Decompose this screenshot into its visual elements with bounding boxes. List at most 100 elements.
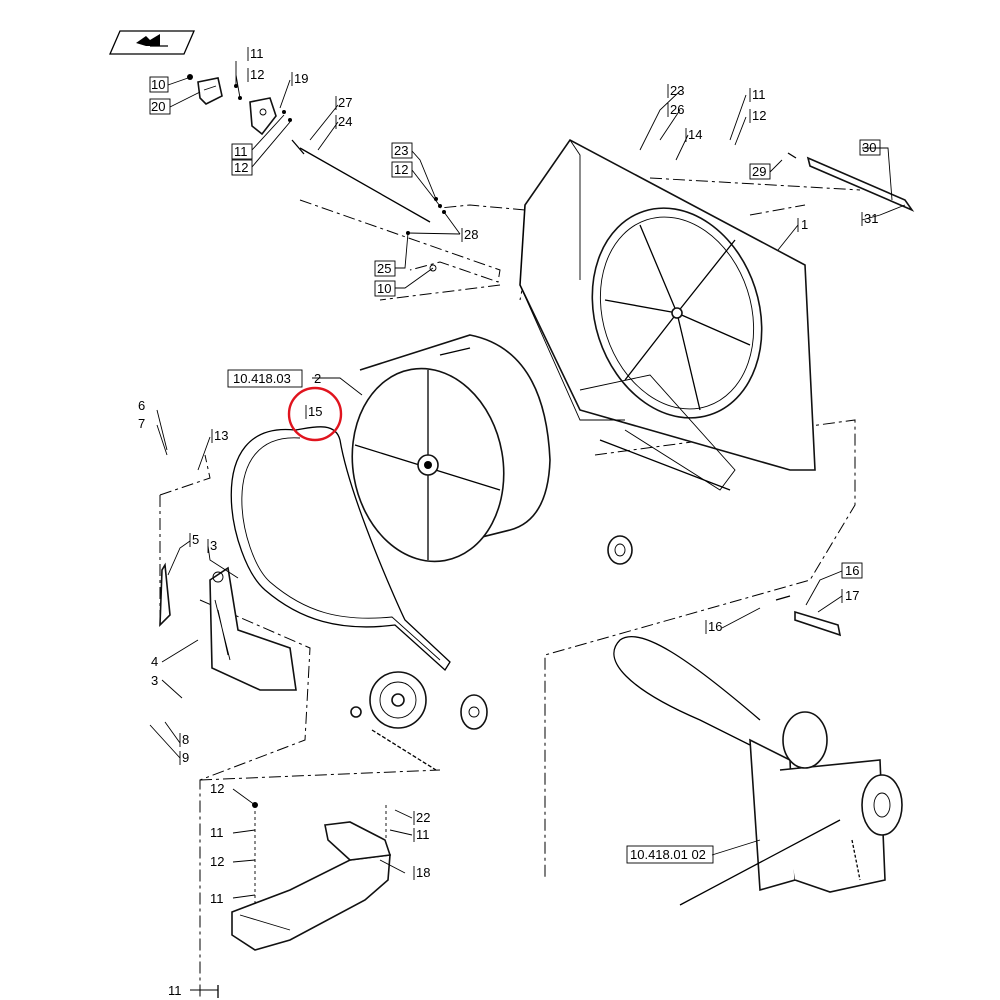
svg-text:3: 3 [151, 673, 158, 688]
callout-c7[interactable]: 7 [138, 416, 145, 431]
callout-c14[interactable]: 14 [685, 127, 702, 142]
callout-c11b[interactable]: 11 [231, 143, 253, 160]
callout-c9[interactable]: 9 [179, 750, 189, 765]
sprocket-large [369, 671, 427, 729]
callout-c24[interactable]: 24 [335, 114, 352, 129]
callout-c16a[interactable]: 16 [841, 562, 863, 579]
svg-text:12: 12 [394, 162, 408, 177]
svg-text:16: 16 [708, 619, 722, 634]
callout-c10a[interactable]: 10 [149, 76, 169, 93]
svg-text:25: 25 [377, 261, 391, 276]
boundary-right [649, 177, 861, 216]
svg-text:3: 3 [210, 538, 217, 553]
callout-c12c[interactable]: 12 [391, 161, 413, 178]
callout-c31[interactable]: 31 [861, 211, 878, 226]
drive-belt [230, 426, 451, 672]
callout-c20[interactable]: 20 [149, 98, 171, 115]
leader-lines [149, 61, 906, 991]
callout-c11e[interactable]: 11 [210, 891, 224, 906]
svg-text:10: 10 [151, 77, 165, 92]
highlight-circle [287, 386, 343, 442]
boundary-left [159, 454, 311, 998]
svg-text:9: 9 [182, 750, 189, 765]
boundary-frame [379, 204, 526, 301]
callout-c22[interactable]: 22 [413, 810, 430, 825]
svg-text:17: 17 [845, 588, 859, 603]
callout-c18[interactable]: 18 [413, 865, 430, 880]
svg-text:26: 26 [670, 102, 684, 117]
callout-c12f[interactable]: 12 [210, 854, 224, 869]
svg-text:11: 11 [210, 891, 224, 906]
svg-text:22: 22 [416, 810, 430, 825]
svg-text:29: 29 [752, 164, 766, 179]
callout-c28[interactable]: 28 [461, 227, 478, 242]
callout-c23a[interactable]: 23 [391, 142, 413, 159]
bracket-30 [806, 156, 915, 212]
callout-c25[interactable]: 25 [374, 260, 396, 277]
svg-text:11: 11 [752, 87, 766, 102]
drive-assembly [613, 635, 903, 906]
svg-text:23: 23 [670, 83, 684, 98]
bearing [607, 535, 633, 565]
callout-c26[interactable]: 26 [667, 102, 684, 117]
callout-c11a[interactable]: 11 [247, 46, 268, 61]
boundary-bottom [199, 769, 441, 781]
tensioner-arm [209, 566, 297, 691]
callout-ref-bottom[interactable]: 10.418.01 02 [626, 845, 714, 864]
svg-text:11: 11 [250, 46, 264, 61]
callout-c3b[interactable]: 3 [151, 673, 158, 688]
svg-text:12: 12 [210, 854, 224, 869]
svg-text:28: 28 [464, 227, 478, 242]
svg-text:31: 31 [864, 211, 878, 226]
svg-text:20: 20 [151, 99, 165, 114]
callout-c11g[interactable]: 11 [168, 983, 182, 998]
chain [371, 729, 437, 771]
callout-c12a[interactable]: 12 [247, 67, 264, 82]
svg-text:10: 10 [377, 281, 391, 296]
svg-text:23: 23 [394, 143, 408, 158]
switch-19 [249, 97, 277, 136]
svg-text:11: 11 [416, 827, 430, 842]
callout-c11d[interactable]: 11 [210, 825, 224, 840]
callout-c12e[interactable]: 12 [210, 781, 224, 796]
svg-text:30: 30 [862, 140, 876, 155]
callout-c1[interactable]: 1 [797, 217, 808, 232]
callout-c2[interactable]: 2 [314, 371, 321, 386]
callout-c5[interactable]: 5 [189, 532, 199, 547]
pin-16 [775, 595, 791, 601]
callout-ref-top[interactable]: 10.418.03 [227, 369, 303, 388]
callout-c27[interactable]: 27 [335, 95, 352, 110]
svg-text:8: 8 [182, 732, 189, 747]
svg-text:6: 6 [138, 398, 145, 413]
callout-c30[interactable]: 30 [859, 139, 881, 156]
svg-text:14: 14 [688, 127, 702, 142]
callout-c3a[interactable]: 3 [207, 538, 217, 553]
callout-c17[interactable]: 17 [841, 588, 859, 603]
callout-c13[interactable]: 13 [211, 428, 228, 443]
rod-27 [291, 139, 431, 223]
callout-c19[interactable]: 19 [291, 71, 308, 86]
svg-text:12: 12 [752, 108, 766, 123]
fan-frame [519, 138, 816, 491]
callout-c11f[interactable]: 11 [413, 827, 430, 842]
sprocket-small [460, 694, 488, 730]
callout-c10b[interactable]: 10 [374, 280, 396, 297]
svg-text:7: 7 [138, 416, 145, 431]
callout-c4[interactable]: 4 [151, 654, 158, 669]
callout-c15[interactable]: 15 [305, 404, 322, 419]
svg-text:11: 11 [234, 144, 248, 159]
callout-c12d[interactable]: 12 [749, 108, 766, 123]
svg-text:11: 11 [210, 825, 224, 840]
callout-c6[interactable]: 6 [138, 398, 145, 413]
page-arrow-icon[interactable] [109, 30, 195, 55]
svg-text:10.418.03: 10.418.03 [233, 371, 291, 386]
svg-text:4: 4 [151, 654, 158, 669]
callout-c12b[interactable]: 12 [231, 159, 253, 176]
callout-c16b[interactable]: 16 [705, 619, 722, 634]
callout-c29[interactable]: 29 [749, 163, 771, 180]
callout-c23b[interactable]: 23 [667, 83, 684, 98]
callout-c11c[interactable]: 11 [749, 87, 766, 102]
callout-c8[interactable]: 8 [179, 732, 189, 747]
bracket-20 [197, 77, 223, 105]
